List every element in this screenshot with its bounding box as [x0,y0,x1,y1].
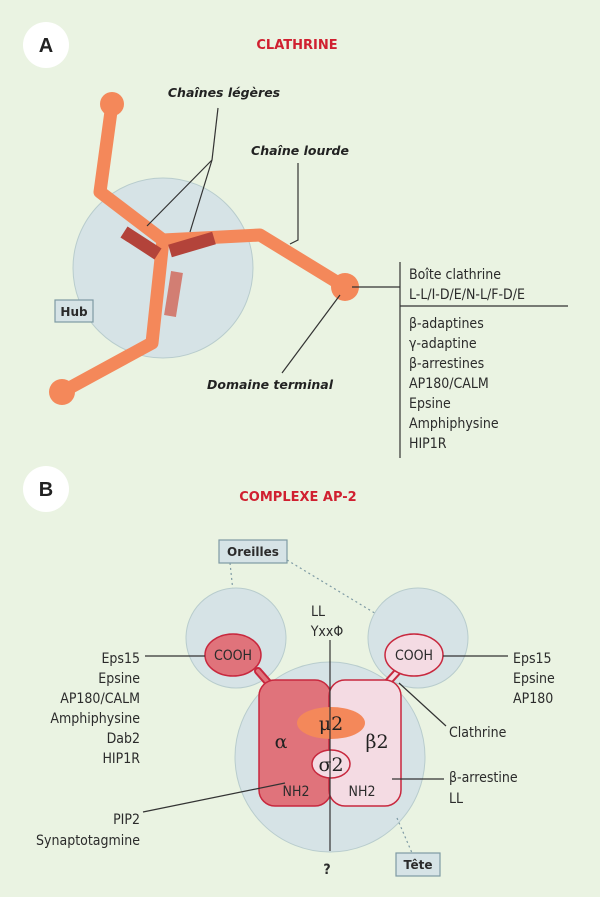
light-chains-pointer-1 [146,159,213,227]
alpha-cooh-label: COOH [214,648,252,664]
terminal-domain-label: Domaine terminal [207,377,334,392]
clathrine-pointer [398,682,447,727]
ligand-right-0: Eps15 [513,651,552,667]
ligand-left-0: Eps15 [101,651,140,667]
alpha-nh2: NH2 [283,784,310,800]
ligand-a-5: Amphiphysine [409,416,499,432]
mu2-label: μ2 [319,713,343,735]
alpha-label: α [275,731,288,753]
panel-a-badge [23,22,69,68]
ligand-a-3: AP180/CALM [409,376,489,392]
panel-a-title: CLATHRINE [256,38,337,53]
terminal-domain-2 [331,273,359,301]
terminal-domain-3 [49,379,75,405]
light-chain-1 [120,226,162,260]
panel-a-letter: A [39,35,53,57]
ligand-left-3: Amphiphysine [50,711,140,727]
hub-box [54,299,94,323]
head-box [395,852,441,877]
ears-label: Oreilles [227,545,279,559]
ligand-left-1: Epsine [98,671,140,687]
head-pointer [396,817,413,854]
lipid-1: Synaptotagmine [36,833,140,849]
ligand-left-4: Dab2 [107,731,140,747]
sigma2-subunit [311,749,351,779]
beta-ear-cooh [384,633,444,677]
terminal-domain-pointer [281,294,341,374]
ligand-left-2: AP180/CALM [60,691,140,707]
heavy-chain-leg-1 [93,97,170,247]
hub-label: Hub [60,305,88,319]
motif-ll: LL [311,604,325,620]
heavy-chain-label: Chaîne lourde [251,143,349,158]
light-chain-2 [168,231,216,258]
lipid-0: PIP2 [113,812,140,828]
unknown-partner: ? [323,862,330,878]
clathrine-label: Clathrine [449,725,507,741]
lipids-pointer [142,782,286,813]
clathrin-box-motif: L-L/I-D/E/N-L/F-D/E [409,287,525,303]
ligand-a-0: β-adaptines [409,316,484,332]
ligand-a-1: γ-adaptine [409,336,477,352]
panel-b-badge [23,466,69,512]
light-chains-label: Chaînes légères [168,85,280,100]
beta-arrestine-label: β-arrestine [449,770,518,786]
beta-cooh-label: COOH [395,648,433,664]
light-chains-pointer-3 [211,107,219,161]
mu2-subunit [297,707,365,739]
ears-pointer-right [286,559,379,616]
ligand-a-2: β-arrestines [409,356,484,372]
panel-b-title: COMPLEXE AP-2 [239,490,356,505]
beta2-label: β2 [365,731,388,753]
beta-nh2: NH2 [349,784,376,800]
ll-label: LL [449,791,463,807]
terminal-domain-1 [100,92,124,116]
ligand-a-6: HIP1R [409,436,447,452]
light-chain-3 [164,271,183,317]
alpha-ear-cooh [204,633,262,677]
ligand-a-4: Epsine [409,396,451,412]
motif-yxxphi: YxxΦ [310,624,344,640]
ears-box [218,539,288,564]
ligand-right-2: AP180 [513,691,553,707]
heavy-chain-leg-3 [55,233,170,399]
heavy-chain-pointer [289,163,299,245]
ligand-left-5: HIP1R [102,751,140,767]
light-chains-pointer-2 [189,159,213,233]
ligand-right-1: Epsine [513,671,555,687]
sigma2-label: σ2 [318,754,343,776]
head-label: Tête [404,858,433,872]
clathrin-box-label: Boîte clathrine [409,267,501,283]
panel-b-letter: B [39,479,53,501]
